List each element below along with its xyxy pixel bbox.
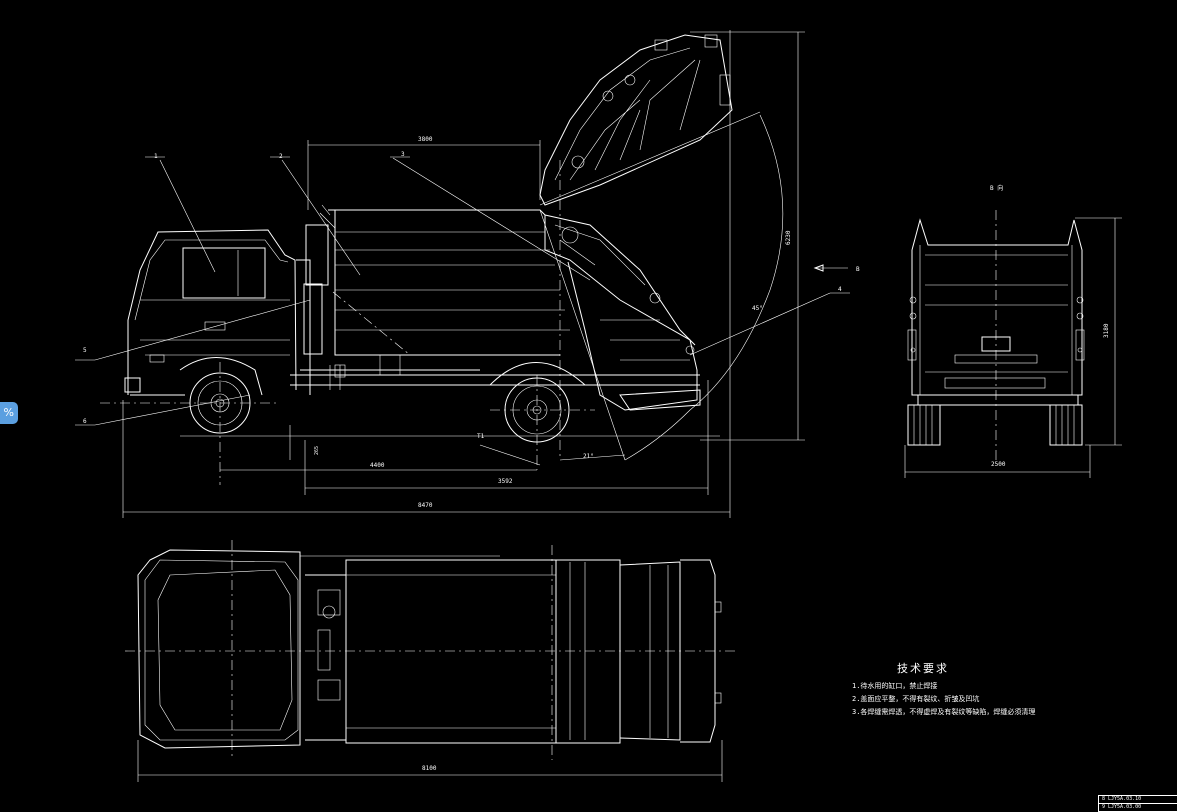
zoom-tab-button[interactable]: % xyxy=(0,402,18,424)
label-t1: T1 xyxy=(477,433,485,440)
dim-overall-length: 8470 xyxy=(418,502,433,509)
view-marker-b: B xyxy=(856,266,860,273)
notes-item-1: 1.待水用的缸口，禁止焊接 xyxy=(852,682,938,690)
dim-wheelbase: 4400 xyxy=(370,462,385,469)
notes-item-2: 2.盖面应平整，不得有裂纹、折皱及凹坑 xyxy=(852,695,980,703)
top-view xyxy=(125,540,735,782)
title-block: 8 LJY5A.03.10 9 LJY5A.03.00 xyxy=(1098,795,1177,812)
callout-1: 1 xyxy=(154,153,158,160)
angle-depart: 21° xyxy=(583,453,594,460)
callout-2: 2 xyxy=(279,153,283,160)
dim-body-length: 3800 xyxy=(418,136,433,143)
technical-requirements: 技术要求 1.待水用的缸口，禁止焊接 2.盖面应平整，不得有裂纹、折皱及凹坑 3… xyxy=(852,660,1152,719)
top-dim-length: 8100 xyxy=(422,765,437,772)
callout-6: 6 xyxy=(83,418,87,425)
side-view xyxy=(75,30,850,518)
dim-rear: 3592 xyxy=(498,478,513,485)
dim-clearance: 265 xyxy=(314,446,320,455)
rear-dim-height: 3180 xyxy=(1103,323,1110,338)
notes-title: 技术要求 xyxy=(897,662,949,675)
callout-5: 5 xyxy=(83,347,87,354)
rear-view-title: B 向 xyxy=(990,184,1003,192)
dim-height: 6230 xyxy=(785,230,792,245)
title-block-row-1: 8 LJY5A.03.10 xyxy=(1099,796,1177,804)
callout-3: 3 xyxy=(401,151,405,158)
rear-dim-width: 2500 xyxy=(991,461,1006,468)
angle-lift: 45° xyxy=(752,305,763,312)
rear-view xyxy=(904,210,1122,478)
notes-item-3: 3.各焊缝需焊透，不得虚焊及有裂纹等缺陷，焊缝必须清理 xyxy=(852,708,1036,716)
callout-4: 4 xyxy=(838,286,842,293)
